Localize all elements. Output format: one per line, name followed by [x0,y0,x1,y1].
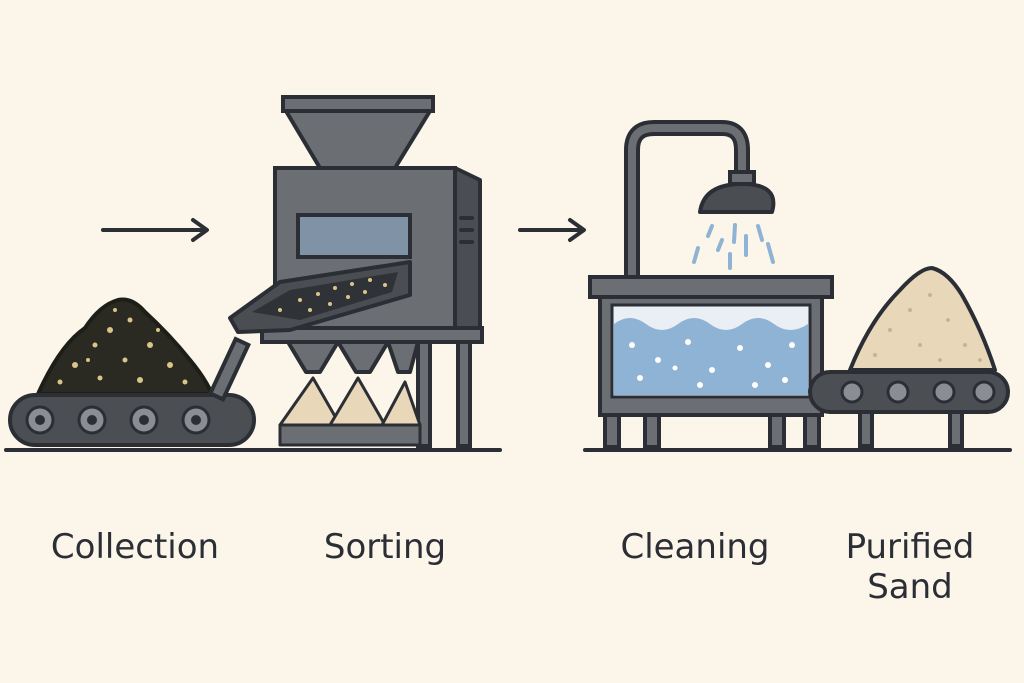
conveyor-icon [8,393,256,447]
stage-label-line: Purified [845,527,975,567]
hopper-icon [286,340,420,374]
dirt-pile-icon [36,297,214,396]
conveyor-icon [808,370,1010,448]
arrow-right-icon [101,218,209,242]
water-tank-icon [588,275,834,449]
stage-label-sorting: Sorting [323,527,447,567]
shower-head-icon [624,120,776,283]
stage-label-purified-sand: Purified Sand [820,527,1000,607]
stage-label-collection: Collection [50,527,220,567]
sand-pile-icon [278,376,422,447]
stage-label-cleaning: Cleaning [620,527,770,567]
arrow-right-icon [518,218,586,242]
stage-label-line: Sand [867,567,953,607]
sand-pile-icon [848,266,997,372]
sorting-machine-icon [207,95,484,448]
